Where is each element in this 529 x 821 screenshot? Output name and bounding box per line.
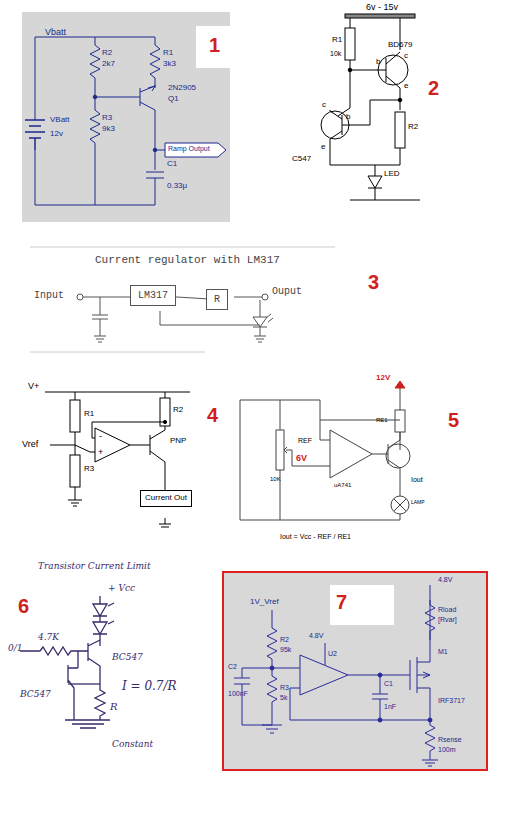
signal-label: PNP	[170, 437, 186, 445]
node-text: Current Out	[143, 494, 189, 503]
value-label: Vref	[22, 440, 38, 449]
value-label: BD679	[388, 41, 412, 49]
signal-label: R1	[332, 36, 342, 44]
ramp-circuit	[22, 12, 232, 222]
value-label: 100nF	[228, 690, 248, 697]
value-label: Input	[34, 291, 64, 301]
part-label: 0/1	[8, 644, 22, 653]
part-label: 10k	[330, 50, 341, 57]
value-label: LED	[384, 170, 400, 178]
node-text: LM317	[138, 290, 168, 301]
value-label: Iout	[411, 476, 423, 483]
value-label: I = 0.7/R	[122, 680, 177, 692]
part-label: -	[99, 432, 102, 441]
part-label: Rload	[438, 606, 456, 613]
darlington-led-circuit	[321, 14, 420, 200]
signal-label: 95k	[280, 646, 291, 653]
part-label: 9k3	[102, 125, 115, 133]
component-box: Current Out	[140, 490, 192, 507]
part-label: b	[346, 113, 350, 121]
part-label: R2	[173, 406, 183, 414]
signal-label: R3	[84, 465, 94, 473]
signal-label: R3	[280, 684, 289, 691]
value-label: Rsense	[438, 736, 462, 743]
signal-label: c	[404, 52, 408, 60]
signal-label: BC547	[20, 690, 51, 699]
value-label: e	[321, 143, 325, 151]
value-label: 1nF	[384, 703, 396, 710]
part-label: R2	[408, 123, 418, 131]
part-label: Iout = Vcc - REF / RE1	[280, 533, 351, 540]
value-label: +	[98, 448, 103, 457]
part-label: 3k3	[163, 60, 176, 68]
signal-label: 100m	[438, 746, 456, 753]
part-label: REF	[298, 437, 312, 444]
signal-label: 0.33µ	[167, 182, 187, 190]
wire	[176, 297, 206, 299]
part-label: Current regulator with LM317	[95, 255, 280, 266]
part-label: R2	[102, 49, 112, 57]
signal-label: c	[322, 101, 326, 109]
ua741-lamp-driver	[240, 381, 410, 520]
callout-number: 2	[428, 78, 439, 98]
value-label: 12v	[50, 130, 63, 138]
part-label: b	[376, 58, 380, 66]
signal-label: 4.7K	[38, 633, 59, 642]
component-box: R	[206, 289, 228, 310]
part-label: 5k	[280, 694, 287, 701]
signal-label: Vbatt	[45, 28, 66, 37]
signal-label: R1	[163, 49, 173, 57]
signal-label: R1	[84, 410, 94, 418]
value-label: 2N2905	[168, 84, 196, 92]
signal-label: C547	[292, 155, 311, 163]
value-label: R2	[280, 636, 289, 643]
signal-label: M1	[438, 648, 448, 655]
callout-number: 4	[207, 405, 218, 425]
transistor-current-limit	[20, 596, 114, 728]
callout-number: 3	[368, 272, 379, 292]
value-label: BC547	[112, 653, 143, 662]
signal-label: Ouput	[272, 287, 302, 297]
part-label: uA741	[334, 482, 351, 488]
part-label: IRF3717	[438, 697, 465, 704]
signal-label: Q1	[168, 95, 179, 103]
signal-label: R3	[102, 114, 112, 122]
part-label: + Vcc	[108, 584, 135, 593]
callout-number: 6	[18, 596, 29, 616]
output-tag: Ramp Output	[166, 144, 212, 154]
part-label: C1	[384, 680, 393, 687]
signal-label: LAMP	[411, 500, 425, 505]
part-label: R	[110, 702, 118, 712]
lm317-circuit	[30, 247, 335, 352]
mosfet-current-sink	[223, 572, 487, 770]
callout-number: 1	[209, 35, 220, 55]
signal-label: Constant	[112, 740, 153, 749]
value-label: 2k7	[102, 60, 115, 68]
callout-number: 5	[448, 410, 459, 430]
value-label: 6v - 15v	[366, 3, 398, 12]
signal-label: 4.8V	[438, 576, 452, 583]
value-label: e	[404, 82, 408, 90]
signal-label: RE1	[376, 417, 388, 423]
component-box: LM317	[130, 285, 176, 306]
node-text: R	[214, 294, 220, 305]
value-label: 10K	[270, 476, 281, 482]
part-label: VBatt	[50, 116, 70, 124]
part-label: 1V_Vref	[250, 598, 279, 606]
value-label: V+	[28, 382, 39, 391]
signal-label: Transistor Current Limit	[38, 562, 151, 571]
signal-label: 6V	[296, 454, 307, 463]
part-label: C2	[228, 663, 237, 670]
value-label: [Rvar]	[438, 616, 457, 623]
callout-number: 7	[336, 592, 347, 612]
value-label: 12V	[376, 374, 390, 382]
signal-label: U2	[328, 650, 337, 657]
value-label: C1	[167, 160, 177, 168]
value-label: 4.8V	[309, 632, 323, 639]
node-text: Ramp Output	[168, 145, 210, 153]
